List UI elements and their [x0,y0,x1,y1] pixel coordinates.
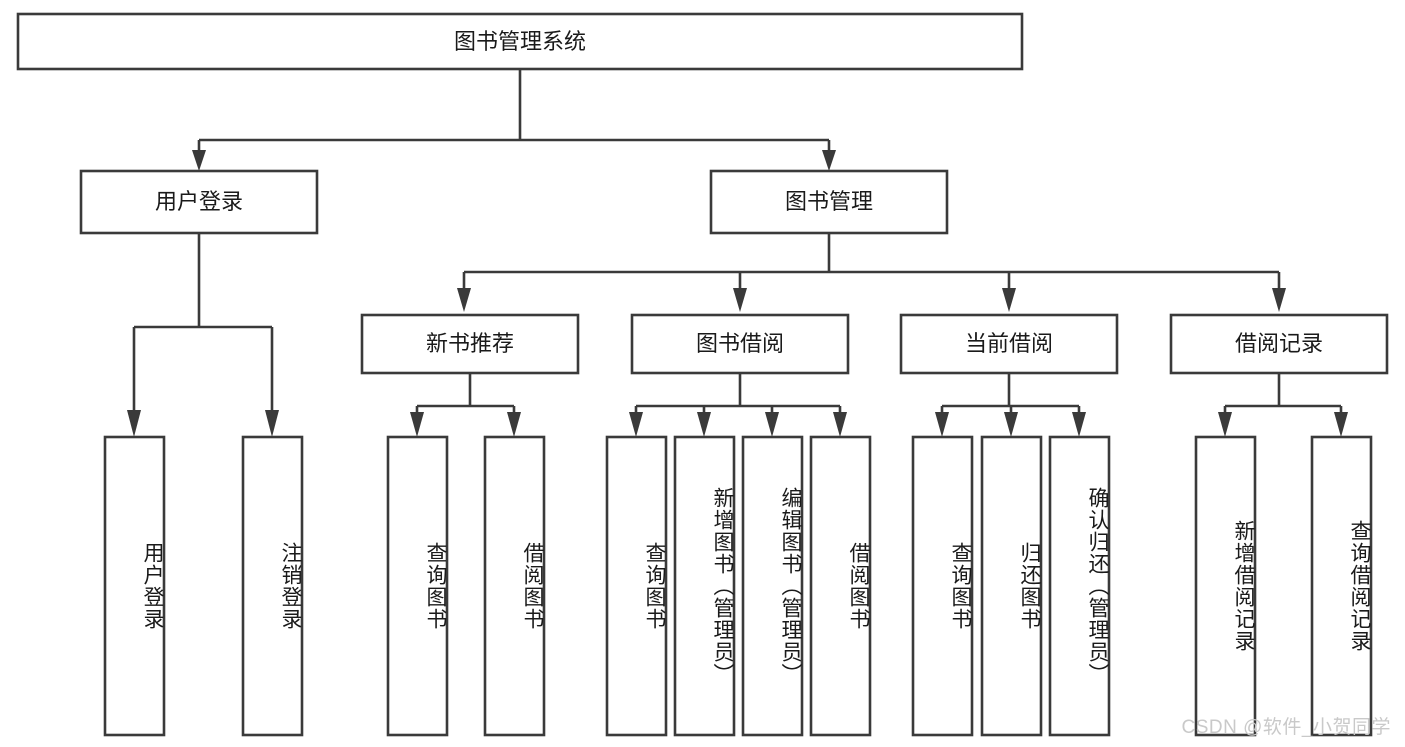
leaf-box-user-login-0[interactable] [103,435,166,737]
node-root[interactable]: 图书管理系统 [16,12,1024,71]
arrowhead-borrowrecord-leaf-2 [1334,412,1348,437]
arrowhead-bookborrow-leaf-2 [697,412,711,437]
arrowhead-currentborrow-leaf-3 [1072,412,1086,437]
leaf-box-current-borrow-2[interactable] [1048,435,1111,737]
leaf-box-borrow-record-1[interactable] [1310,435,1373,737]
node-user-login[interactable]: 用户登录 [79,169,319,235]
leaf-boxes-current-borrow [911,435,1111,737]
connector-group-userlogin-to-leaves [127,233,279,437]
node-borrow-record-box[interactable] [1169,313,1389,375]
leaf-box-current-borrow-0[interactable] [911,435,974,737]
node-current-borrow-box[interactable] [899,313,1119,375]
node-book-borrow-label: 图书借阅 [696,331,784,356]
node-current-borrow[interactable]: 当前借阅 [899,313,1119,375]
node-book-management[interactable]: 图书管理 [709,169,949,235]
connector-group-root-to-level2 [192,69,836,171]
leaf-box-new-book-0[interactable] [386,435,449,737]
arrowhead-book-borrow [733,288,747,312]
leaf-box-book-borrow-1[interactable] [673,435,736,737]
node-book-management-box[interactable] [709,169,949,235]
connector-group-newbook-to-leaves [410,373,521,437]
leaf-box-user-login-1[interactable] [241,435,304,737]
leaf-box-book-borrow-2[interactable] [741,435,804,737]
node-borrow-record[interactable]: 借阅记录 [1169,313,1389,375]
arrowhead-newbook-leaf-1 [410,412,424,437]
leaf-boxes-user-login [103,435,304,737]
arrowhead-currentborrow-leaf-2 [1004,412,1018,437]
arrowhead-bookborrow-leaf-4 [833,412,847,437]
node-user-login-label: 用户登录 [155,189,243,214]
node-book-borrow-box[interactable] [630,313,850,375]
node-new-book-recommend[interactable]: 新书推荐 [360,313,580,375]
leaf-box-borrow-record-0[interactable] [1194,435,1257,737]
node-user-login-box[interactable] [79,169,319,235]
arrowhead-leaf-user-login [127,410,141,437]
arrowhead-borrowrecord-leaf-1 [1218,412,1232,437]
leaf-boxes-book-borrow [605,435,872,737]
arrowhead-bookborrow-leaf-1 [629,412,643,437]
leaf-box-book-borrow-0[interactable] [605,435,668,737]
leaf-boxes-new-book-recommend [386,435,546,737]
node-root-box[interactable] [16,12,1024,71]
arrowhead-currentborrow-leaf-1 [935,412,949,437]
node-new-book-recommend-label: 新书推荐 [426,331,514,356]
node-root-label: 图书管理系统 [454,29,586,54]
leaf-box-book-borrow-3[interactable] [809,435,872,737]
arrowhead-leaf-logout [265,410,279,437]
node-book-borrow[interactable]: 图书借阅 [630,313,850,375]
arrowhead-book-mgmt [822,150,836,171]
arrowhead-borrow-record [1272,288,1286,312]
connector-group-bookborrow-to-leaves [629,373,847,437]
arrowhead-newbook-leaf-2 [507,412,521,437]
connector-group-bookmgmt-to-level3 [457,233,1286,312]
csdn-watermark: CSDN @软件_小贺同学 [1181,717,1391,738]
arrowhead-bookborrow-leaf-3 [765,412,779,437]
node-current-borrow-label: 当前借阅 [965,331,1053,356]
node-borrow-record-label: 借阅记录 [1235,331,1323,356]
connector-group-borrowrecord-to-leaves [1218,373,1348,437]
connector-group-currentborrow-to-leaves [935,373,1086,437]
node-new-book-recommend-box[interactable] [360,313,580,375]
node-book-management-label: 图书管理 [785,189,873,214]
arrowhead-new-book [457,288,471,312]
leaf-box-new-book-1[interactable] [483,435,546,737]
leaf-box-current-borrow-1[interactable] [980,435,1043,737]
arrowhead-current-borrow [1002,288,1016,312]
leaf-boxes-borrow-record [1194,435,1373,737]
arrowhead-user-login [192,150,206,171]
